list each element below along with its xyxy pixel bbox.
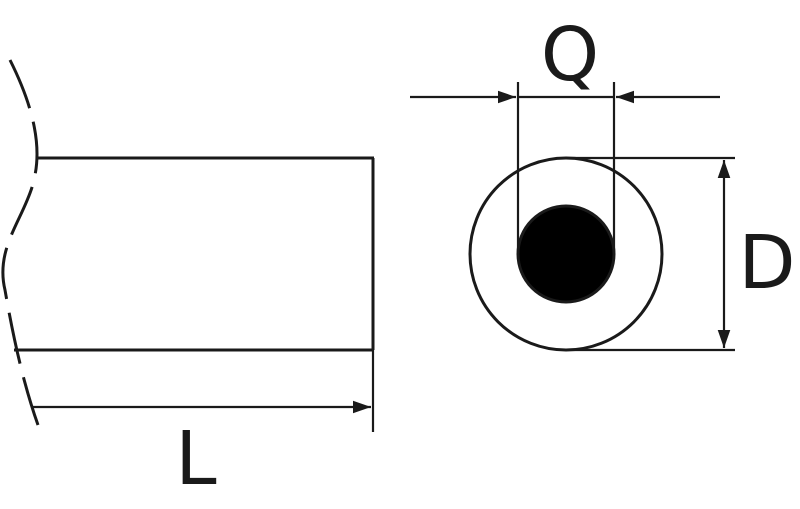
inner-diameter-dimension <box>410 82 720 252</box>
outer-diameter-dimension <box>566 156 735 352</box>
length-dimension <box>32 350 375 432</box>
inner-diameter-label: Q <box>541 12 599 98</box>
tube-end-view <box>468 156 664 352</box>
break-line <box>1 59 40 426</box>
length-label: L <box>175 416 216 502</box>
inner-core <box>516 204 616 304</box>
outer-diameter-label: D <box>739 220 796 306</box>
tube-side-view <box>14 156 375 352</box>
